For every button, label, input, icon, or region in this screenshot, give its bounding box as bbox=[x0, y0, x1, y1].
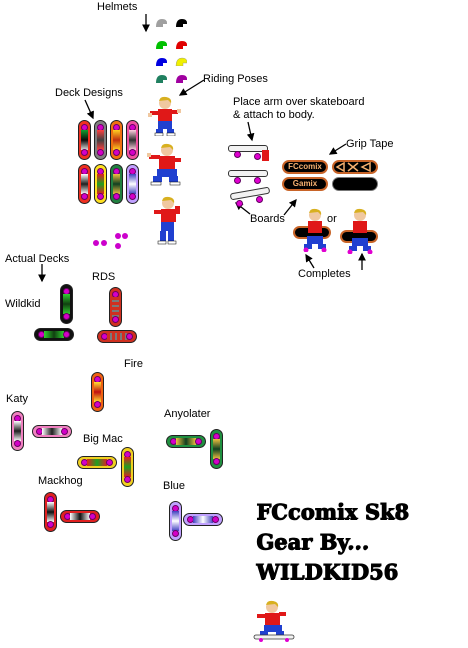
credit-skater-sprite bbox=[253, 600, 295, 642]
deck-design-3 bbox=[110, 120, 123, 160]
helmet-green bbox=[155, 40, 167, 49]
helmet-purple bbox=[175, 74, 187, 83]
deck-designs-label: Deck Designs bbox=[55, 87, 123, 99]
credits-line-1: FCcomix Sk8 bbox=[256, 499, 409, 524]
board-2-wheel-a bbox=[234, 177, 241, 184]
deck-design-6 bbox=[94, 164, 107, 204]
grip-tape-pattern bbox=[332, 160, 378, 174]
helmets-label: Helmets bbox=[97, 1, 138, 13]
grip-tape-pattern-graphic bbox=[335, 161, 371, 173]
complete-skater-1 bbox=[303, 208, 327, 252]
anyolater-label: Anyolater bbox=[164, 408, 211, 420]
or-label: or bbox=[327, 213, 337, 225]
riding-poses-label: Riding Poses bbox=[203, 73, 268, 85]
deck-wildkid-horizontal bbox=[34, 328, 74, 341]
deck-blue-vertical bbox=[169, 501, 182, 541]
deck-katy-horizontal bbox=[32, 425, 72, 438]
grip-tape-label: Grip Tape bbox=[346, 138, 394, 150]
board-2 bbox=[228, 170, 268, 177]
credits-line-3: WILDKID56 bbox=[256, 559, 398, 584]
grip-tape-plain bbox=[332, 177, 378, 191]
arrow-riding-poses bbox=[178, 79, 205, 96]
deck-design-7 bbox=[110, 164, 123, 204]
helmet-blue bbox=[155, 57, 167, 66]
wheel-piece-4 bbox=[122, 233, 128, 239]
wheel-piece-3 bbox=[115, 233, 121, 239]
board-2-wheel-b bbox=[254, 177, 261, 184]
deck-rds-horizontal bbox=[97, 330, 137, 343]
deck-design-8 bbox=[126, 164, 139, 204]
wheel-piece-2 bbox=[101, 240, 107, 246]
helmet-red bbox=[175, 40, 187, 49]
mackhog-label: Mackhog bbox=[38, 475, 83, 487]
instruction-label: Place arm over skateboard & attach to bo… bbox=[233, 96, 365, 121]
wildkid-label: Wildkid bbox=[5, 298, 41, 310]
wheel-piece-1 bbox=[93, 240, 99, 246]
actual-decks-label: Actual Decks bbox=[5, 253, 70, 265]
blue-label: Blue bbox=[163, 480, 186, 492]
deck-wildkid-vertical bbox=[60, 284, 73, 324]
board-1 bbox=[228, 145, 268, 152]
arrow-completes-left bbox=[305, 253, 315, 269]
deck-mackhog-vertical bbox=[44, 492, 57, 532]
deck-mackhog-horizontal bbox=[60, 510, 100, 523]
deck-design-4 bbox=[126, 120, 139, 160]
wheel-piece-5 bbox=[115, 243, 121, 249]
helmet-yellow bbox=[175, 57, 188, 67]
boards-label: Boards bbox=[250, 213, 285, 225]
board-1-wheel-a bbox=[234, 151, 241, 158]
deck-rds-vertical bbox=[109, 287, 122, 327]
big-mac-label: Big Mac bbox=[83, 433, 123, 445]
arrow-instruction bbox=[246, 121, 255, 142]
deck-anyolater-vertical bbox=[210, 429, 223, 469]
deck-bigmac-horizontal bbox=[77, 456, 117, 469]
grip-tape-gamix: Gamix bbox=[282, 177, 328, 191]
deck-design-2 bbox=[94, 120, 107, 160]
helmet-teal bbox=[155, 74, 167, 83]
completes-label: Completes bbox=[298, 268, 351, 280]
arrow-boards-grip bbox=[283, 198, 297, 216]
board-3-wheel-b bbox=[256, 196, 263, 203]
deck-design-1 bbox=[78, 120, 91, 160]
fire-label: Fire bbox=[124, 358, 143, 370]
arrow-deck-designs bbox=[84, 99, 94, 120]
helmet-grey bbox=[155, 18, 167, 27]
board-1-wheel-b bbox=[254, 153, 261, 160]
deck-katy-vertical bbox=[11, 411, 24, 451]
arrow-grip-tape bbox=[328, 143, 347, 155]
board-1-arm bbox=[262, 150, 269, 161]
board-3-wheel-a bbox=[236, 200, 243, 207]
deck-blue-horizontal bbox=[183, 513, 223, 526]
deck-design-5 bbox=[78, 164, 91, 204]
deck-fire-vertical bbox=[91, 372, 104, 412]
deck-bigmac-vertical bbox=[121, 447, 134, 487]
riding-pose-1 bbox=[148, 96, 181, 136]
riding-pose-3 bbox=[154, 196, 180, 245]
credits-line-2: Gear By... bbox=[256, 529, 369, 554]
helmet-black bbox=[175, 18, 187, 27]
grip-tape-fccomix: FCcomix bbox=[282, 160, 328, 174]
riding-pose-2 bbox=[147, 143, 181, 186]
rds-label: RDS bbox=[92, 271, 116, 283]
deck-anyolater-horizontal bbox=[166, 435, 206, 448]
complete-skater-2 bbox=[347, 208, 373, 254]
katy-label: Katy bbox=[6, 393, 29, 405]
